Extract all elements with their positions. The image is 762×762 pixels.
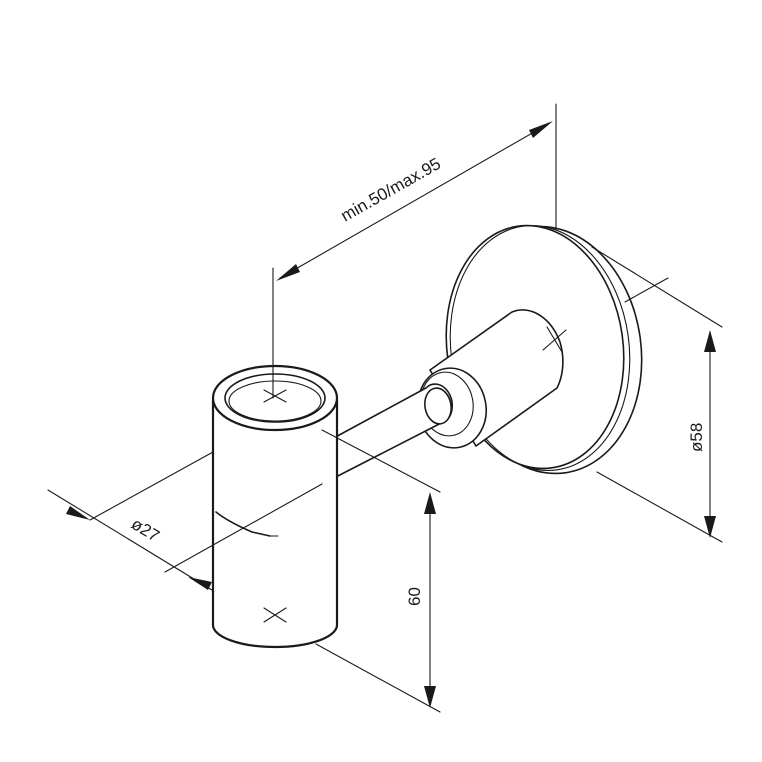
height-dimension-label: 60 <box>405 587 424 606</box>
dimension-height: 60 <box>315 429 441 713</box>
flange-diameter-label: ø58 <box>687 423 706 452</box>
siphon-body <box>211 364 339 649</box>
body-diameter-label: ø27 <box>128 514 163 546</box>
connecting-pipe <box>329 383 454 481</box>
brand-logo <box>215 511 279 537</box>
dimension-flange-diameter: ø58 <box>591 246 723 543</box>
